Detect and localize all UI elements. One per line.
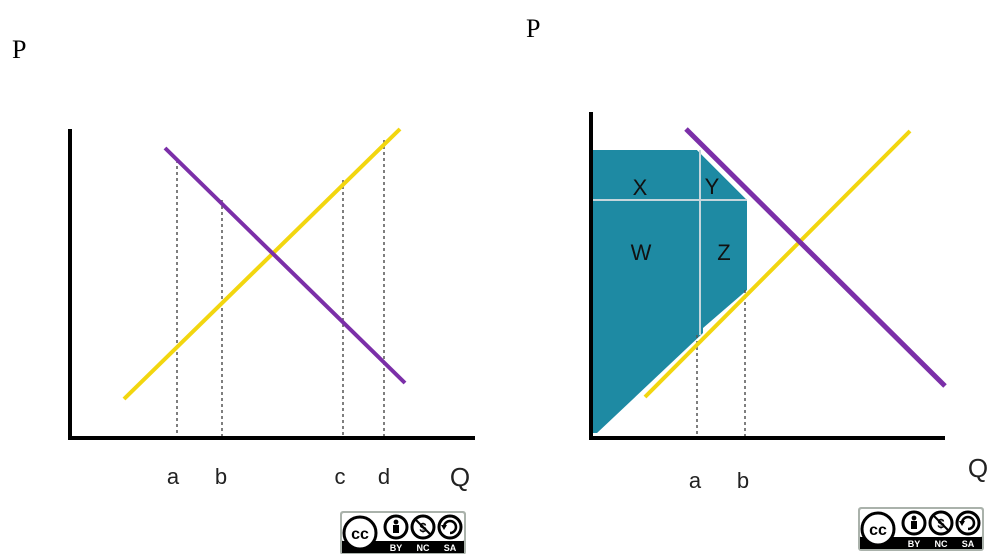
- area-label-z: Z: [717, 240, 730, 265]
- marker-a: a: [167, 464, 180, 489]
- right-x-axis-label: Q: [968, 453, 988, 483]
- badge-label-sa: SA: [444, 543, 457, 553]
- right-chart: P X Y W Z a b Q: [526, 14, 988, 553]
- marker-b-right: b: [737, 468, 749, 493]
- badge-label-nc-right: NC: [935, 539, 948, 549]
- demand-curve-right: [684, 127, 947, 388]
- badge-label-by: BY: [390, 543, 403, 553]
- marker-a-right: a: [689, 468, 702, 493]
- left-y-axis-label: P: [12, 35, 26, 64]
- left-x-axis-label: Q: [450, 462, 470, 492]
- badge-label-sa-right: SA: [962, 539, 975, 549]
- area-label-w: W: [631, 240, 652, 265]
- right-y-axis-label: P: [526, 14, 540, 43]
- marker-c: c: [335, 464, 346, 489]
- area-label-x: X: [633, 175, 648, 200]
- marker-d: d: [378, 464, 390, 489]
- supply-curve: [122, 127, 402, 401]
- demand-curve: [163, 146, 407, 385]
- badge-labels: BY NC SA BY NC SA: [390, 539, 975, 553]
- shaded-surplus-area: [591, 150, 747, 433]
- supply-curve-right: [643, 129, 912, 399]
- badge-label-by-right: BY: [908, 539, 921, 549]
- marker-b: b: [215, 464, 227, 489]
- left-chart: P a b c d Q: [12, 35, 475, 554]
- area-label-y: Y: [705, 174, 720, 199]
- badge-label-nc: NC: [417, 543, 430, 553]
- area-notch: [697, 150, 747, 200]
